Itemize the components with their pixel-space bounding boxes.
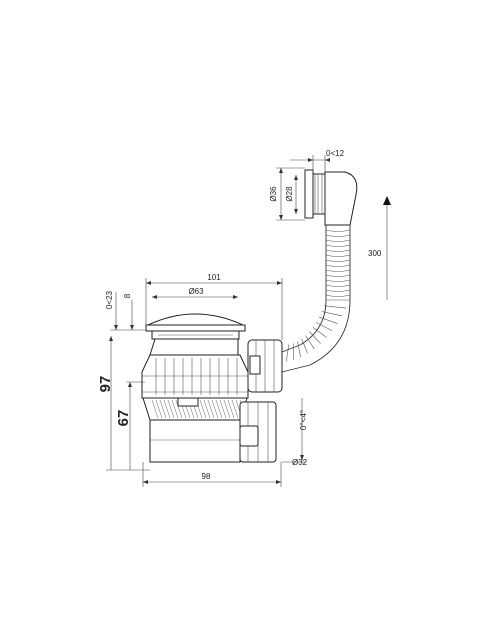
trap-body xyxy=(142,339,248,462)
hose-rib xyxy=(326,240,350,242)
hose-rib xyxy=(326,270,350,272)
hose-rib xyxy=(297,341,300,357)
label-dia-36: Ø36 xyxy=(269,186,278,202)
hose-rib xyxy=(326,275,350,277)
label-dia-28: Ø28 xyxy=(285,186,294,202)
overflow-fitting xyxy=(305,170,357,225)
hose-rib xyxy=(324,306,346,308)
drain-plug xyxy=(146,314,245,339)
label-300: 300 xyxy=(368,249,382,258)
hose-rib xyxy=(326,245,350,247)
outlet-elbow xyxy=(240,402,276,462)
corrugated-hose xyxy=(282,225,350,372)
hose-rib xyxy=(326,280,350,282)
hose-rib xyxy=(326,255,350,257)
label-dia-32: Ø32 xyxy=(292,458,308,467)
overflow-nut xyxy=(248,340,282,392)
label-dia-63: Ø63 xyxy=(188,287,204,296)
hose-rib xyxy=(326,295,350,297)
label-67: 67 xyxy=(115,410,132,427)
label-angle-0-4: 0°<4° xyxy=(299,410,308,430)
hose-rib xyxy=(326,260,350,262)
hose-rib xyxy=(326,265,350,267)
hose-rib xyxy=(286,345,289,362)
hose-rib xyxy=(326,235,350,237)
hose-rib xyxy=(326,250,350,252)
label-101: 101 xyxy=(207,273,221,282)
hose-rib xyxy=(326,285,350,287)
label-8: 8 xyxy=(123,293,132,298)
label-97: 97 xyxy=(97,376,114,393)
hose-rib xyxy=(316,322,332,330)
label-0-23: 0<23 xyxy=(105,290,114,309)
label-98: 98 xyxy=(202,472,211,481)
hose-rib xyxy=(326,230,350,232)
label-0-12: 0<12 xyxy=(326,149,345,158)
hose-rib xyxy=(326,290,350,292)
